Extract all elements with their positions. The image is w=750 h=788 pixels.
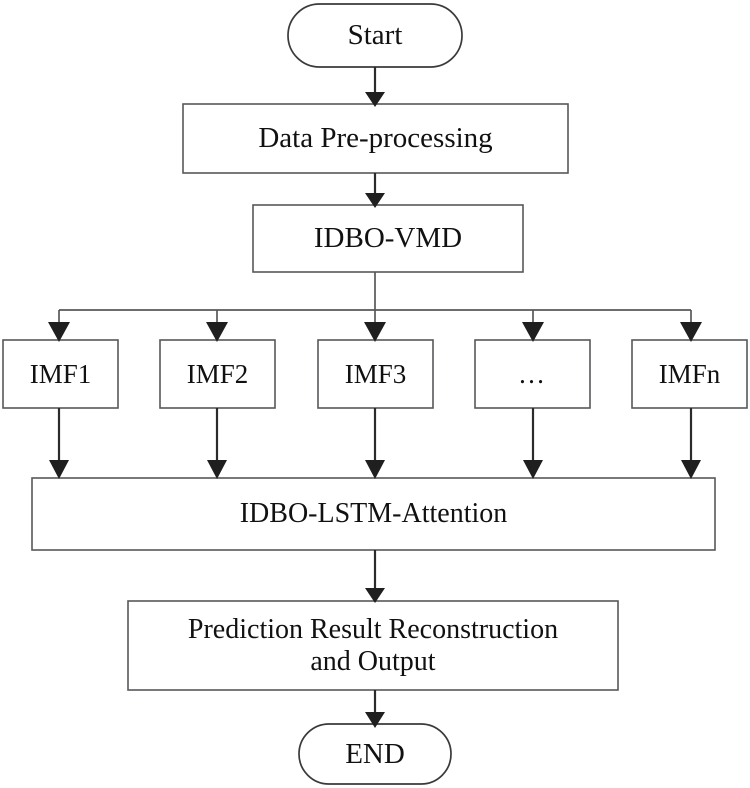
arrowhead-bus-to-imfn — [680, 322, 702, 342]
node-imf3[interactable] — [318, 340, 433, 408]
arrowhead-bus-to-imf1 — [48, 322, 70, 342]
node-preprocessing[interactable] — [183, 104, 568, 173]
arrowhead-start-to-preprocessing — [365, 92, 385, 107]
arrowhead-imfn-to-lstm — [681, 460, 701, 479]
arrowhead-preprocessing-to-vmd — [365, 193, 385, 208]
node-start[interactable] — [288, 4, 462, 67]
arrowhead-imf-ellipsis-to-lstm — [523, 460, 543, 479]
arrowhead-bus-to-imf2 — [206, 322, 228, 342]
arrowhead-bus-to-imf3 — [364, 322, 386, 342]
node-imf-ellipsis[interactable] — [475, 340, 590, 408]
arrowhead-imf3-to-lstm — [365, 460, 385, 479]
arrowhead-prediction-to-end — [365, 712, 385, 728]
arrowhead-imf1-to-lstm — [49, 460, 69, 479]
node-shape-vmd[interactable] — [252, 204, 524, 273]
node-shape-imf1[interactable] — [2, 339, 119, 409]
node-lstm[interactable] — [32, 478, 715, 550]
node-imf2[interactable] — [160, 340, 275, 408]
arrowhead-bus-to-imf-ellipsis — [522, 322, 544, 342]
arrowhead-lstm-to-prediction — [365, 588, 385, 603]
node-imf1[interactable] — [3, 340, 118, 408]
node-imfn[interactable] — [632, 340, 747, 408]
node-shape-preprocessing[interactable] — [182, 103, 569, 174]
node-vmd[interactable] — [253, 205, 523, 272]
node-shape-prediction[interactable] — [127, 600, 619, 691]
node-shape-lstm[interactable] — [31, 477, 716, 551]
arrowhead-imf2-to-lstm — [207, 460, 227, 479]
node-prediction[interactable] — [128, 601, 618, 690]
node-end[interactable] — [299, 724, 451, 784]
node-shape-imfn[interactable] — [631, 339, 748, 409]
